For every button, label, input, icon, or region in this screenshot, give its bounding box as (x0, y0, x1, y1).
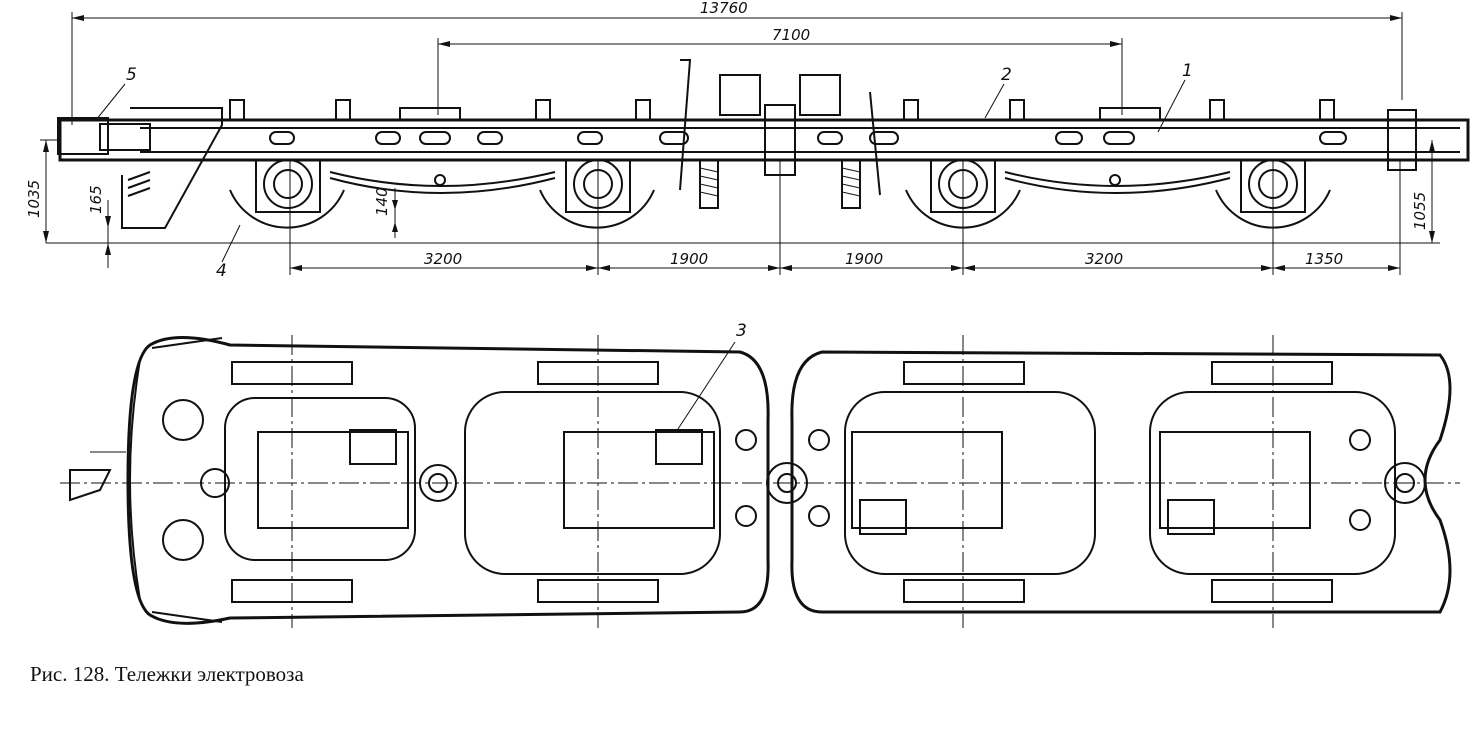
callout-1: 1 (1182, 61, 1193, 81)
dimension-bogie-centers: 7100 (437, 26, 1123, 115)
brake-cylinders-top (679, 59, 881, 196)
left-end-pilot (69, 337, 223, 623)
left-pilot (57, 107, 223, 229)
dimension-label-1900-left: 1900 (670, 250, 708, 268)
traction-motors (257, 429, 1311, 535)
wheel-1 (229, 159, 345, 229)
callout-5: 5 (126, 65, 137, 85)
coil-springs (699, 159, 861, 209)
dimension-label-1055: 1055 (1411, 192, 1429, 230)
dimension-right-height: 1055 (1411, 140, 1435, 243)
right-end-buffer (1387, 109, 1417, 171)
callout-2: 2 (1001, 65, 1012, 85)
dimension-label-140: 140 (373, 187, 391, 216)
dimension-left-heights: 1035 165 (25, 139, 111, 268)
dimension-label-3200-left: 3200 (424, 250, 462, 268)
frame-top-brackets (229, 99, 1335, 121)
dimension-label-7100: 7100 (772, 26, 810, 44)
dimension-label-1350: 1350 (1305, 250, 1343, 268)
dimension-label-3200-right: 3200 (1085, 250, 1123, 268)
dimension-spring-clearance: 140 (373, 187, 398, 238)
dimension-label-165: 165 (87, 185, 105, 214)
leaf-springs (329, 171, 1231, 194)
side-callouts: 5 2 1 4 (95, 61, 1193, 281)
dimension-axle-spacing: 3200 1900 1900 3200 1350 (289, 160, 1401, 275)
figure-caption: Рис. 128. Тележки электровоза (30, 662, 304, 686)
callout-3: 3 (736, 321, 747, 341)
bogie-frame-side (58, 99, 1470, 176)
plan-view: 3 (60, 321, 1460, 628)
plan-pivots (162, 399, 1426, 561)
plan-center-lines (60, 335, 1460, 628)
right-bogie-outline (790, 350, 1452, 614)
callout-3-leader (675, 341, 736, 433)
dimension-overall-length: 13760 (71, 0, 1403, 125)
dimension-label-1035: 1035 (25, 180, 43, 218)
dimension-label-1900-right: 1900 (845, 250, 883, 268)
frame-lightening-holes (269, 131, 1347, 145)
left-bogie-outline (126, 336, 770, 625)
callout-4: 4 (216, 261, 227, 281)
wheel-2 (539, 159, 655, 229)
dimension-label-13760: 13760 (700, 0, 748, 17)
side-view: 13760 7100 (25, 0, 1470, 281)
